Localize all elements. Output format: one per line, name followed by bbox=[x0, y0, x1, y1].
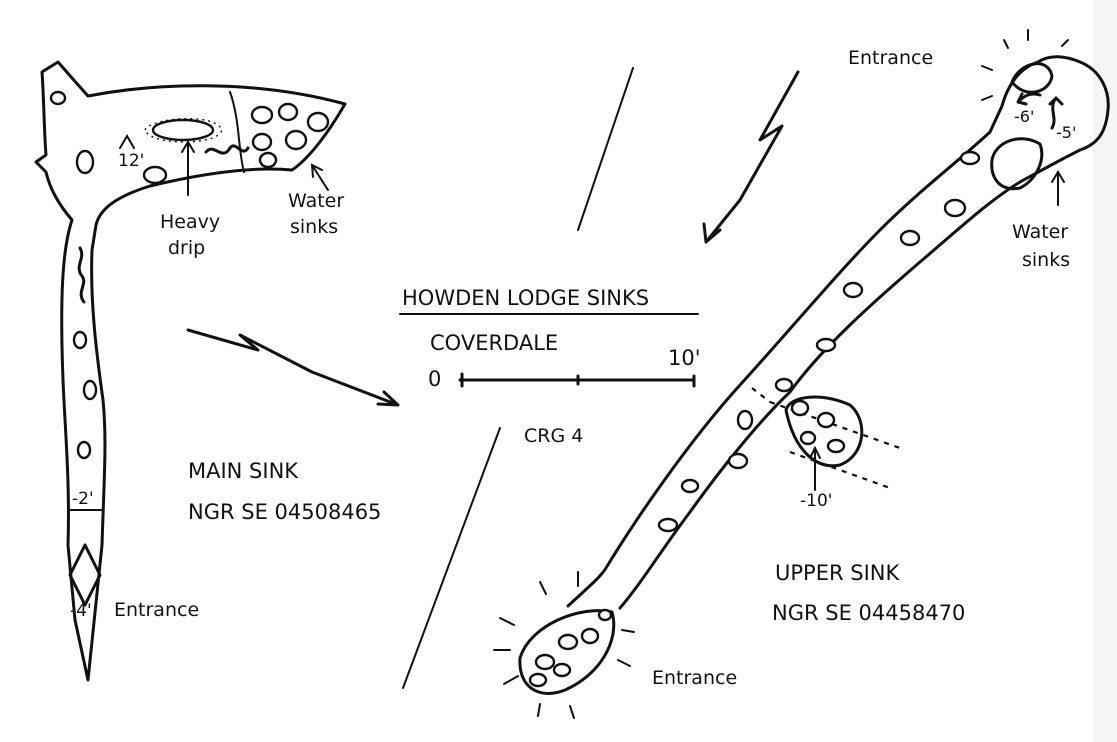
main-sink-plan: 12' -2' -4' Heavy drip Water sinks Entra… bbox=[34, 60, 347, 682]
upper-sink-entrance-chamber bbox=[518, 609, 616, 695]
upper-sink-top-entrance bbox=[1010, 62, 1054, 94]
survey-credit: CRG 4 bbox=[524, 425, 583, 447]
north-arrow-upper-icon bbox=[702, 70, 800, 244]
upper-sink-entrance-ray-marks bbox=[493, 29, 1069, 719]
title-block: HOWDEN LODGE SINKS COVERDALE 0 10' CRG 4… bbox=[188, 286, 965, 625]
scale-start-label: 0 bbox=[428, 367, 441, 391]
upper-water-sinks-label-line1: Water bbox=[1012, 221, 1068, 243]
survey-title: HOWDEN LODGE SINKS bbox=[402, 286, 649, 310]
upper-entrance-bottom-label: Entrance bbox=[652, 667, 737, 689]
heavy-drip-arrow bbox=[181, 140, 195, 196]
divider-line-bottom bbox=[402, 427, 501, 689]
heavy-drip-label-line2: drip bbox=[168, 237, 205, 259]
main-water-sinks-label-line1: Water bbox=[288, 190, 344, 212]
upper-sink-flow-arrow bbox=[1048, 96, 1064, 130]
divider-line-top bbox=[577, 67, 634, 231]
main-sink-depth-12: 12' bbox=[118, 151, 144, 171]
main-sink-depth-caret bbox=[119, 134, 135, 149]
heavy-drip-pool bbox=[151, 118, 215, 142]
main-sink-depth-minus-4: -4' bbox=[70, 601, 92, 621]
main-sink-water-flow-icon bbox=[204, 144, 250, 155]
main-sink-ngr: NGR SE 04508465 bbox=[188, 500, 381, 524]
upper-sink-depth-minus-10: -10' bbox=[800, 491, 832, 511]
upper-sink-depth-10-arrow bbox=[809, 445, 821, 491]
water-sinks-arrow bbox=[310, 163, 329, 191]
upper-water-sinks-arrow bbox=[1051, 170, 1065, 206]
upper-sink-ngr: NGR SE 04458470 bbox=[772, 601, 965, 625]
main-sink-entrance-shaft bbox=[68, 543, 102, 607]
main-sink-boulders bbox=[49, 90, 330, 460]
upper-sink-depth-minus-5: -5' bbox=[1056, 123, 1076, 142]
main-sink-passage-outline bbox=[34, 60, 347, 682]
upper-sink-side-chamber bbox=[784, 395, 864, 468]
upper-water-sinks-label-line2: sinks bbox=[1022, 249, 1070, 271]
upper-entrance-top-label: Entrance bbox=[848, 47, 933, 69]
upper-sink-plan: Entrance -6' -5' -10' Water sinks Entran… bbox=[493, 29, 1110, 719]
north-arrow-main-icon bbox=[186, 328, 400, 407]
heavy-drip-label-line1: Heavy bbox=[160, 211, 220, 233]
main-water-sinks-label-line2: sinks bbox=[290, 216, 338, 238]
upper-sink-boulders bbox=[528, 150, 981, 688]
upper-sink-rock-island bbox=[990, 137, 1044, 191]
upper-sink-name: UPPER SINK bbox=[775, 561, 900, 585]
upper-entrance-flow-arrow bbox=[1016, 92, 1042, 106]
main-sink-stream-icon bbox=[77, 246, 86, 304]
main-sink-name: MAIN SINK bbox=[188, 459, 299, 483]
main-sink-depth-minus-2: -2' bbox=[72, 489, 94, 509]
survey-subtitle: COVERDALE bbox=[430, 331, 558, 355]
upper-sink-depth-minus-6: -6' bbox=[1014, 107, 1034, 126]
main-entrance-label: Entrance bbox=[114, 599, 199, 621]
scale-end-label: 10' bbox=[668, 346, 701, 370]
main-sink-boulder-choke-line bbox=[229, 91, 245, 173]
upper-sink-passage-outline bbox=[566, 55, 1110, 610]
scale-bar bbox=[458, 372, 696, 388]
